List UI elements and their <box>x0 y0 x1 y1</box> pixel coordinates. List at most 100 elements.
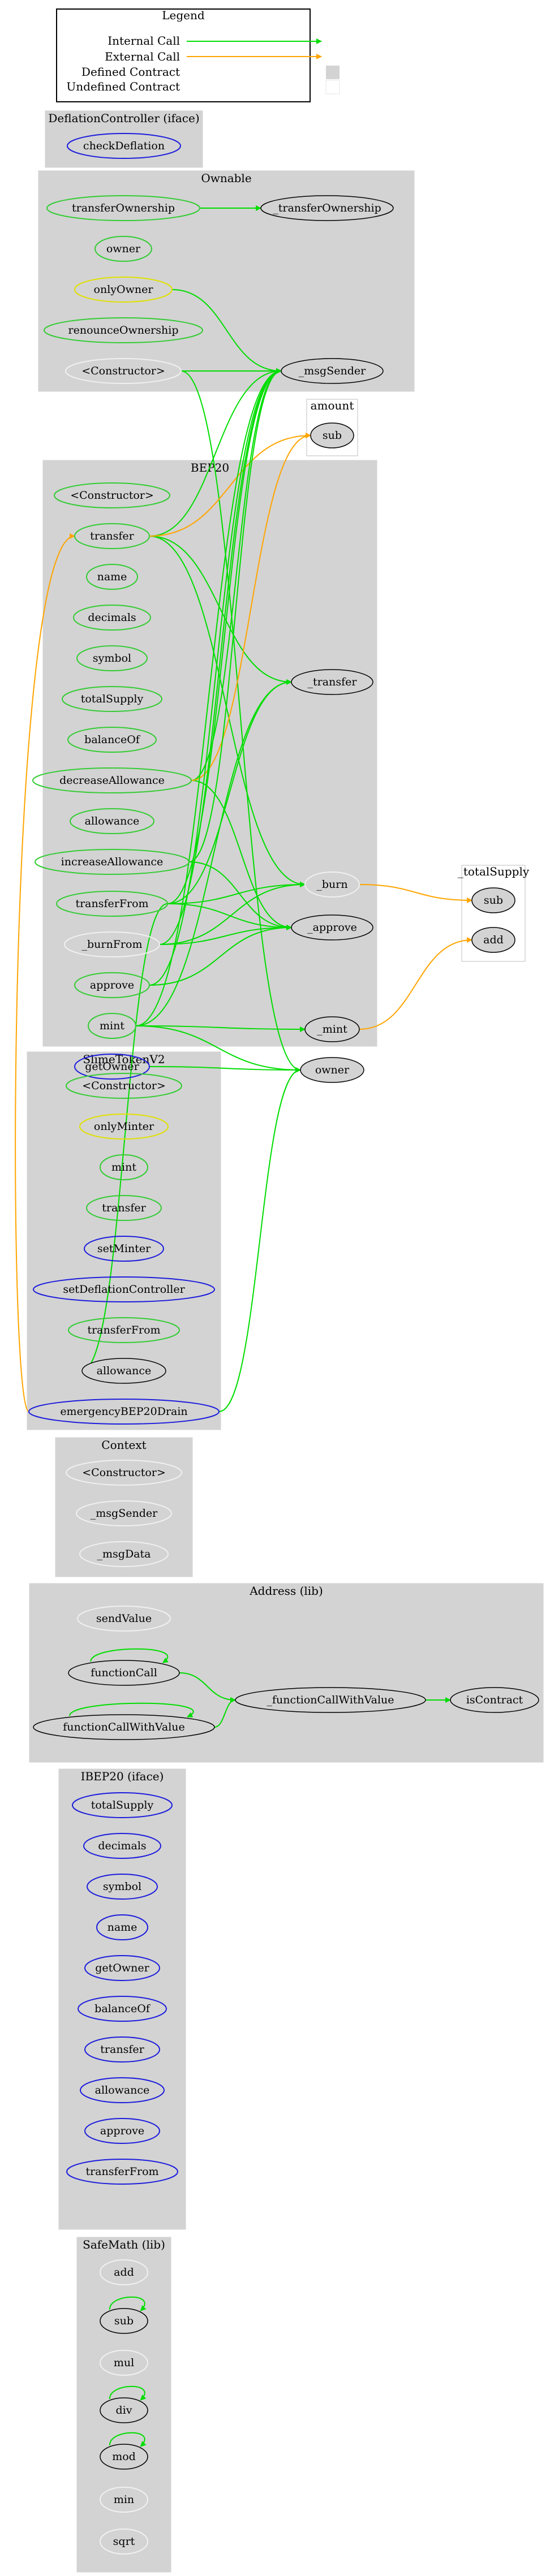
node-ib-transfer-shape <box>84 2036 160 2062</box>
node-amt-sub: sub <box>310 422 354 448</box>
node-bep--burn-from: _burnFrom <box>64 931 160 957</box>
edge-bep-mint-to-bep-owner <box>135 1025 301 1073</box>
node-bep-ctor: <Constructor> <box>54 482 170 508</box>
node-bep--approve-label: _approve <box>307 921 357 934</box>
node-bep--burn-shape <box>304 871 360 897</box>
node-own-transfer-ownership-label: transferOwnership <box>72 202 175 214</box>
node-bep--approve: _approve <box>291 914 373 940</box>
node-sl-mint-shape <box>100 1154 148 1180</box>
node-sm-sub: sub <box>100 2308 148 2334</box>
node-ctx-msg-data-label: _msgData <box>97 1548 151 1560</box>
node-bep--transfer: _transfer <box>291 669 373 695</box>
node-sl-set-defl-shape <box>33 1276 215 1302</box>
node-ib-total-supply-shape <box>72 1792 173 1818</box>
cluster-totalsupply-label: _totalSupply <box>458 865 530 878</box>
legend-defined-swatch <box>326 66 340 79</box>
node-bep--burn-label: _burn <box>316 878 347 891</box>
node-ib-total-supply-label: totalSupply <box>91 1799 154 1811</box>
node-own-renounce: renounceOwnership <box>44 317 203 343</box>
edge-bep--burn-from-to-own--msg-sender <box>159 368 282 945</box>
node-ctx-msg-data: _msgData <box>79 1541 169 1567</box>
edge-bep-transfer-from-to-own--msg-sender <box>167 368 282 904</box>
node-addr--fcwv-label: _functionCallWithValue <box>267 1694 394 1706</box>
cluster-ownable-label: Ownable <box>201 171 251 185</box>
node-addr-is-contract-shape <box>450 1687 539 1713</box>
node-addr-function-call-shape <box>68 1660 180 1686</box>
node-bep-symbol: symbol <box>76 645 148 671</box>
node-own--msg-sender: _msgSender <box>281 358 384 384</box>
node-sl-allowance: allowance <box>81 1358 166 1384</box>
edge-sm-div-to-sm-div <box>109 2385 147 2401</box>
node-own-owner-label: owner <box>106 243 141 255</box>
node-sl-transfer-from-label: transferFrom <box>87 1324 160 1336</box>
node-bep-decimals-label: decimals <box>88 611 136 624</box>
edge-bep-transfer-from-to-bep--burn <box>167 882 306 904</box>
node-bep-symbol-shape <box>76 645 148 671</box>
node-ctx-msg-sender-label: _msgSender <box>91 1507 158 1520</box>
edge-bep-transfer-to-amt-sub <box>149 433 311 537</box>
cluster-deflationcontroller-label: DeflationController (iface) <box>48 111 199 125</box>
node-bep-decrease-allowance-shape <box>32 767 192 793</box>
node-own--transfer-ownership: _transferOwnership <box>260 195 394 221</box>
node-bep-mint-label: mint <box>100 1020 124 1032</box>
node-bep-mint-shape <box>88 1013 136 1039</box>
node-ctx-msg-sender-shape <box>76 1500 172 1526</box>
node-sl-set-minter: setMinter <box>84 1236 164 1262</box>
edge-bep-decrease-allowance-to-own--msg-sender <box>191 368 282 781</box>
node-ts-add-label: add <box>483 934 504 946</box>
node-sl-emergency: emergencyBEP20Drain <box>28 1399 220 1425</box>
node-sm-mul-shape <box>100 2350 148 2376</box>
node-own-renounce-shape <box>44 317 203 343</box>
node-bep--mint-shape <box>304 1016 360 1042</box>
node-ctx-msg-sender: _msgSender <box>76 1500 172 1526</box>
edge-sl-emergency-to-bep-transfer <box>15 533 75 1412</box>
edge-addr-fcwv-to-addr--fcwv <box>214 1697 236 1728</box>
node-sl-transfer-from: transferFrom <box>68 1317 180 1343</box>
cluster-ibep20-label: IBEP20 (iface) <box>81 1770 164 1783</box>
node-bep-transfer-from: transferFrom <box>56 891 168 917</box>
node-bep-approve: approve <box>74 972 150 998</box>
node-bep-decimals-shape <box>73 605 151 631</box>
node-own-ctor: <Constructor> <box>65 358 182 384</box>
legend-title: Legend <box>162 8 205 22</box>
node-ib-transfer: transfer <box>84 2036 160 2062</box>
node-bep-balance-of-shape <box>67 727 157 753</box>
node-sl-set-minter-label: setMinter <box>97 1242 151 1255</box>
node-amt-sub-label: sub <box>323 429 342 442</box>
node-sm-sub-label: sub <box>114 2315 134 2327</box>
node-sm-min: min <box>100 2487 148 2513</box>
legend-external-call-label: External Call <box>105 50 180 63</box>
node-sl-only-minter: onlyMinter <box>79 1114 169 1140</box>
node-ib-decimals: decimals <box>83 1833 161 1859</box>
node-sl-transfer-from-shape <box>68 1317 180 1343</box>
node-bep-get-owner: getOwner <box>74 1054 150 1080</box>
node-ts-sub: sub <box>471 887 515 913</box>
edge-bep--burn-from-to-bep--burn <box>159 882 306 945</box>
node-bep--burn-from-shape <box>64 931 160 957</box>
node-bep-total-supply: totalSupply <box>62 686 162 712</box>
edge-bep-transfer-to-bep--transfer <box>149 536 292 685</box>
node-bep-mint: mint <box>88 1013 136 1039</box>
node-own-renounce-label: renounceOwnership <box>68 324 179 336</box>
node-sl-set-defl-label: setDeflationController <box>63 1283 185 1296</box>
edge-bep-transfer-to-bep--burn <box>149 536 306 887</box>
edge-bep-transfer-to-own--msg-sender <box>149 368 282 537</box>
node-bep-name-label: name <box>97 571 127 583</box>
node-bep-get-owner-shape <box>74 1054 150 1080</box>
node-bep-name-shape <box>86 564 138 590</box>
node-bep-increase-allowance: increaseAllowance <box>35 849 190 875</box>
edge-bep-approve-to-own--msg-sender <box>149 368 282 986</box>
node-sm-div: div <box>100 2397 148 2423</box>
node-bep-total-supply-label: totalSupply <box>81 693 144 705</box>
node-ib-transfer-from: transferFrom <box>66 2159 178 2185</box>
node-bep-owner-label: owner <box>315 1064 350 1076</box>
cluster-safemath-label: SafeMath (lib) <box>83 2238 165 2251</box>
edge-bep-increase-allowance-to-own--msg-sender <box>188 368 282 862</box>
edge-addr-function-call-to-addr--fcwv <box>179 1672 236 1703</box>
node-sm-sqrt-shape <box>100 2528 148 2555</box>
node-bep-ctor-shape <box>54 482 170 508</box>
node-bep-approve-shape <box>74 972 150 998</box>
cluster-amount-label: amount <box>311 399 354 412</box>
node-ib-allowance-shape <box>80 2077 165 2103</box>
node-own--transfer-ownership-shape <box>260 195 394 221</box>
